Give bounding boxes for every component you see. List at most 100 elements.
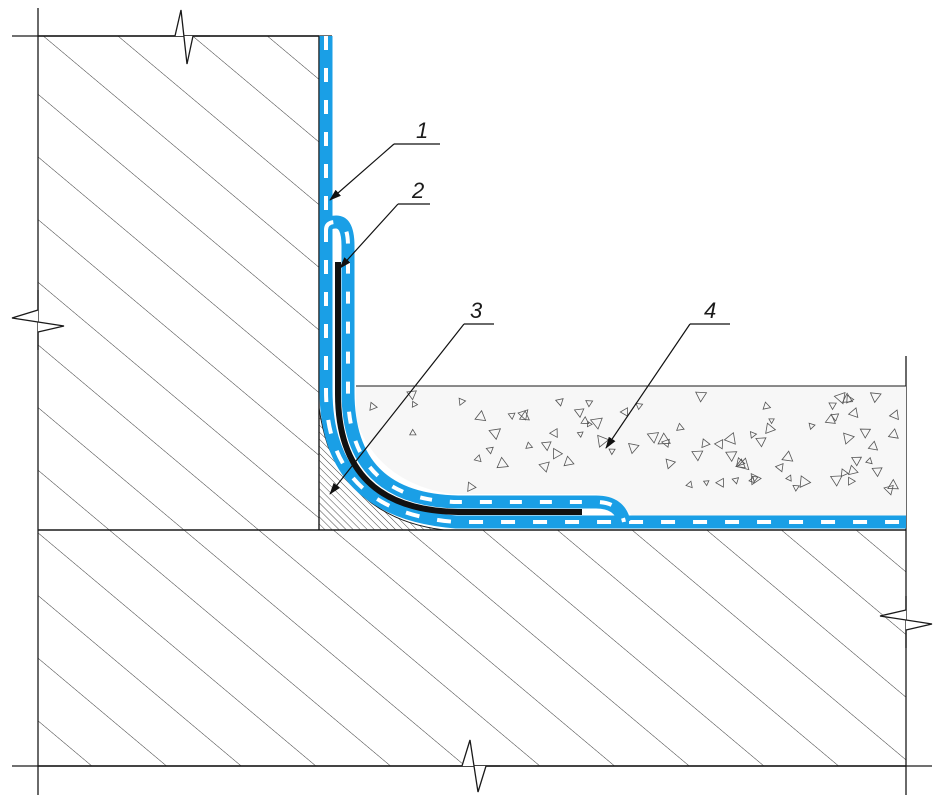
aggregate-particle xyxy=(829,475,843,487)
aggregate-particle xyxy=(467,481,477,492)
aggregate-particle xyxy=(485,446,494,455)
aggregate-particle xyxy=(619,407,628,417)
aggregate-particle xyxy=(781,450,794,462)
callout-1-label: 1 xyxy=(416,118,428,143)
break-line-left xyxy=(11,290,65,350)
aggregate-particle xyxy=(473,454,482,463)
break-line-right xyxy=(879,596,933,648)
aggregate-particle xyxy=(518,410,530,421)
aggregate-particle xyxy=(548,427,558,438)
aggregate-particle xyxy=(750,472,762,486)
aggregate-particle xyxy=(540,441,552,452)
aggregate-particle xyxy=(871,467,883,478)
aggregate-particle xyxy=(725,451,738,463)
aggregate-particle xyxy=(850,456,863,467)
aggregate-particle xyxy=(731,477,740,485)
aggregate-particle xyxy=(576,431,584,438)
aggregate-particle xyxy=(701,438,711,449)
aggregate-particle xyxy=(792,485,800,492)
aggregate-particle xyxy=(580,415,590,425)
aggregate-particle xyxy=(586,420,593,428)
aggregate-particle xyxy=(887,478,899,490)
aggregate-particle xyxy=(525,441,534,449)
aggregate-particle xyxy=(627,442,640,455)
aggregate-particle xyxy=(774,462,784,473)
aggregate-particle xyxy=(496,456,510,469)
aggregate-particle xyxy=(714,477,724,488)
aggregate-particle xyxy=(585,400,594,408)
aggregate-particle xyxy=(865,456,873,465)
aggregate-particle xyxy=(488,428,502,441)
aggregate-particle xyxy=(646,432,660,444)
floor-slab xyxy=(38,529,906,767)
aggregate-particle xyxy=(768,418,775,425)
aggregate-particle xyxy=(676,422,685,431)
callout-4: 4 xyxy=(605,298,730,449)
aggregate-particle xyxy=(888,409,899,421)
aggregate-particle xyxy=(458,397,467,407)
callout-2-label: 2 xyxy=(411,178,424,203)
aggregate-particle xyxy=(723,431,736,445)
callout-1: 1 xyxy=(329,118,440,201)
aggregate-particle xyxy=(411,400,419,408)
break-line-top xyxy=(160,9,210,65)
aggregate-particle xyxy=(702,480,710,487)
callout-2: 2 xyxy=(339,178,430,269)
aggregate-particle xyxy=(691,450,704,462)
aggregate-particle xyxy=(735,457,746,467)
aggregate-particle xyxy=(409,428,417,436)
aggregate-particle xyxy=(841,392,854,403)
aggregate-particle xyxy=(713,439,724,450)
aggregate-particle xyxy=(799,475,812,488)
aggregate-particle xyxy=(808,422,816,431)
aggregate-particle xyxy=(735,458,746,469)
aggregate-particle xyxy=(785,474,792,482)
waterproof-membrane xyxy=(319,36,906,529)
aggregate-particle xyxy=(883,484,894,496)
aggregate-particle xyxy=(867,440,879,451)
aggregate-particle xyxy=(824,413,836,424)
aggregate-particle xyxy=(736,457,750,471)
aggregate-particle xyxy=(749,430,758,439)
aggregate-particle xyxy=(474,409,487,422)
aggregate-particle xyxy=(657,432,671,445)
callout-4-label: 4 xyxy=(704,298,716,323)
break-line-bottom xyxy=(450,739,500,793)
aggregate-particle xyxy=(573,408,585,419)
wall xyxy=(38,35,320,530)
aggregate-particle xyxy=(507,412,516,420)
aggregate-particle xyxy=(563,455,575,467)
aggregate-particle xyxy=(840,468,849,478)
aggregate-particle xyxy=(762,401,772,410)
aggregate-particle xyxy=(597,434,610,448)
aggregate-particle xyxy=(869,392,882,404)
aggregate-particle xyxy=(589,417,603,430)
aggregate-particle xyxy=(887,428,899,439)
aggregate-particle xyxy=(846,394,855,404)
aggregate-particle xyxy=(765,422,777,435)
aggregate-particle xyxy=(608,448,616,456)
aggregate-particle xyxy=(695,391,708,403)
aggregate-particle xyxy=(833,391,846,405)
aggregate-particle xyxy=(685,480,693,489)
screed xyxy=(356,385,906,516)
aggregate-particle xyxy=(635,402,644,411)
aggregate-particle xyxy=(665,458,677,470)
aggregate-particle xyxy=(538,461,550,473)
aggregate-particle xyxy=(847,407,859,419)
aggregate-particle xyxy=(369,401,378,411)
aggregate-particle xyxy=(859,428,872,439)
aggregate-particle xyxy=(755,437,767,448)
aggregate-particle xyxy=(406,390,417,401)
reinforcement-core xyxy=(335,262,582,515)
callout-3-label: 3 xyxy=(470,298,483,323)
reinforcement-layer xyxy=(319,215,631,524)
callout-3: 3 xyxy=(329,298,494,495)
aggregate-particle xyxy=(828,402,837,411)
aggregate-particle xyxy=(843,432,855,445)
aggregate-particle xyxy=(848,476,857,486)
aggregate-particle xyxy=(553,447,564,460)
aggregate-particle xyxy=(554,398,564,407)
aggregate-particle xyxy=(848,464,859,476)
